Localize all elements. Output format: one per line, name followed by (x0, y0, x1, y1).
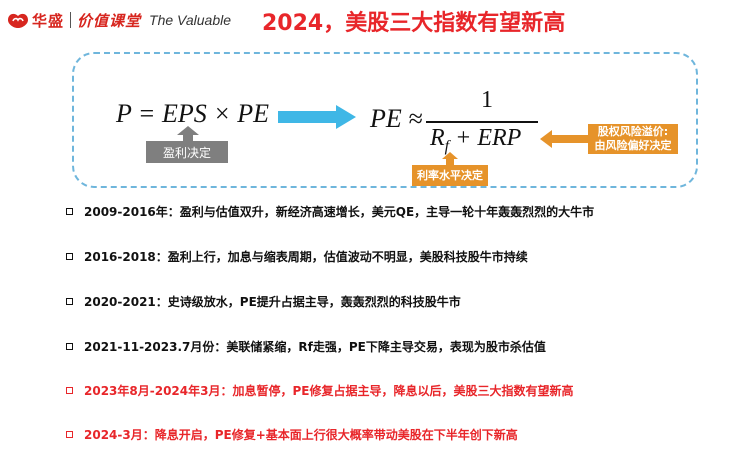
list-item-text: 2009-2016年：盈利与估值双升，新经济高速增长，美元QE，主导一轮十年轰轰… (84, 205, 595, 219)
bullet-square-icon (66, 298, 73, 305)
list-item: 2009-2016年：盈利与估值双升，新经济高速增长，美元QE，主导一轮十年轰轰… (66, 203, 594, 220)
logo-text-english: The Valuable (149, 12, 232, 28)
erp-badge-line2: 由风险偏好决定 (594, 139, 672, 152)
list-item-text: 2023年8月-2024年3月：加息暂停，PE修复占据主导，降息以后，美股三大指… (84, 384, 574, 398)
huasheng-logo-icon (8, 13, 28, 28)
list-item: 2024-3月：降息开启，PE修复+基本面上行很大概率带动美股在下半年创下新高 (66, 426, 518, 443)
up-arrow-rate-icon (442, 152, 458, 166)
erp-badge-line1: 股权风险溢价: (597, 125, 669, 138)
fraction-denominator: Rf + ERP (430, 125, 521, 156)
formula-price-eps-pe: P = EPS × PE (116, 99, 270, 128)
formula-box (72, 52, 698, 188)
denominator-erp: + ERP (449, 125, 522, 151)
bullet-square-icon (66, 387, 73, 394)
denominator-r: R (430, 125, 445, 151)
bullet-square-icon (66, 431, 73, 438)
logo-text-jiazhi: 价值课堂 (77, 11, 142, 30)
logo-text-huasheng: 华盛 (32, 11, 65, 30)
list-item-text: 2016-2018：盈利上行，加息与缩表周期，估值波动不明显，美股科技股牛市持续 (84, 250, 528, 264)
rate-level-badge: 利率水平决定 (412, 165, 488, 186)
list-item-text: 2020-2021：史诗级放水，PE提升占据主导，轰轰烈烈的科技股牛市 (84, 295, 461, 309)
fraction-numerator: 1 (481, 87, 493, 113)
equity-risk-premium-badge: 股权风险溢价: 由风险偏好决定 (588, 124, 678, 154)
list-item: 2021-11-2023.7月份：美联储紧缩，Rf走强，PE下降主导交易，表现为… (66, 338, 546, 355)
up-arrow-icon (177, 126, 199, 142)
formula-pe-approx: PE ≈ (370, 104, 423, 133)
list-item: 2023年8月-2024年3月：加息暂停，PE修复占据主导，降息以后，美股三大指… (66, 382, 573, 399)
right-arrow-icon (278, 105, 356, 129)
left-arrow-erp-icon (540, 130, 590, 148)
bullet-square-icon (66, 253, 73, 260)
earnings-badge: 盈利决定 (146, 141, 228, 163)
list-item: 2016-2018：盈利上行，加息与缩表周期，估值波动不明显，美股科技股牛市持续 (66, 248, 528, 265)
bullet-square-icon (66, 343, 73, 350)
list-item-text: 2021-11-2023.7月份：美联储紧缩，Rf走强，PE下降主导交易，表现为… (84, 340, 546, 354)
logo-divider (70, 12, 72, 28)
denominator-subscript-f: f (444, 137, 450, 155)
bullet-square-icon (66, 208, 73, 215)
page-title: 2024，美股三大指数有望新高 (262, 11, 566, 36)
list-item-text: 2024-3月：降息开启，PE修复+基本面上行很大概率带动美股在下半年创下新高 (84, 428, 518, 442)
fraction-bar (426, 121, 538, 123)
brand-logo: 华盛 价值课堂 The Valuable (6, 9, 231, 31)
list-item: 2020-2021：史诗级放水，PE提升占据主导，轰轰烈烈的科技股牛市 (66, 293, 461, 310)
